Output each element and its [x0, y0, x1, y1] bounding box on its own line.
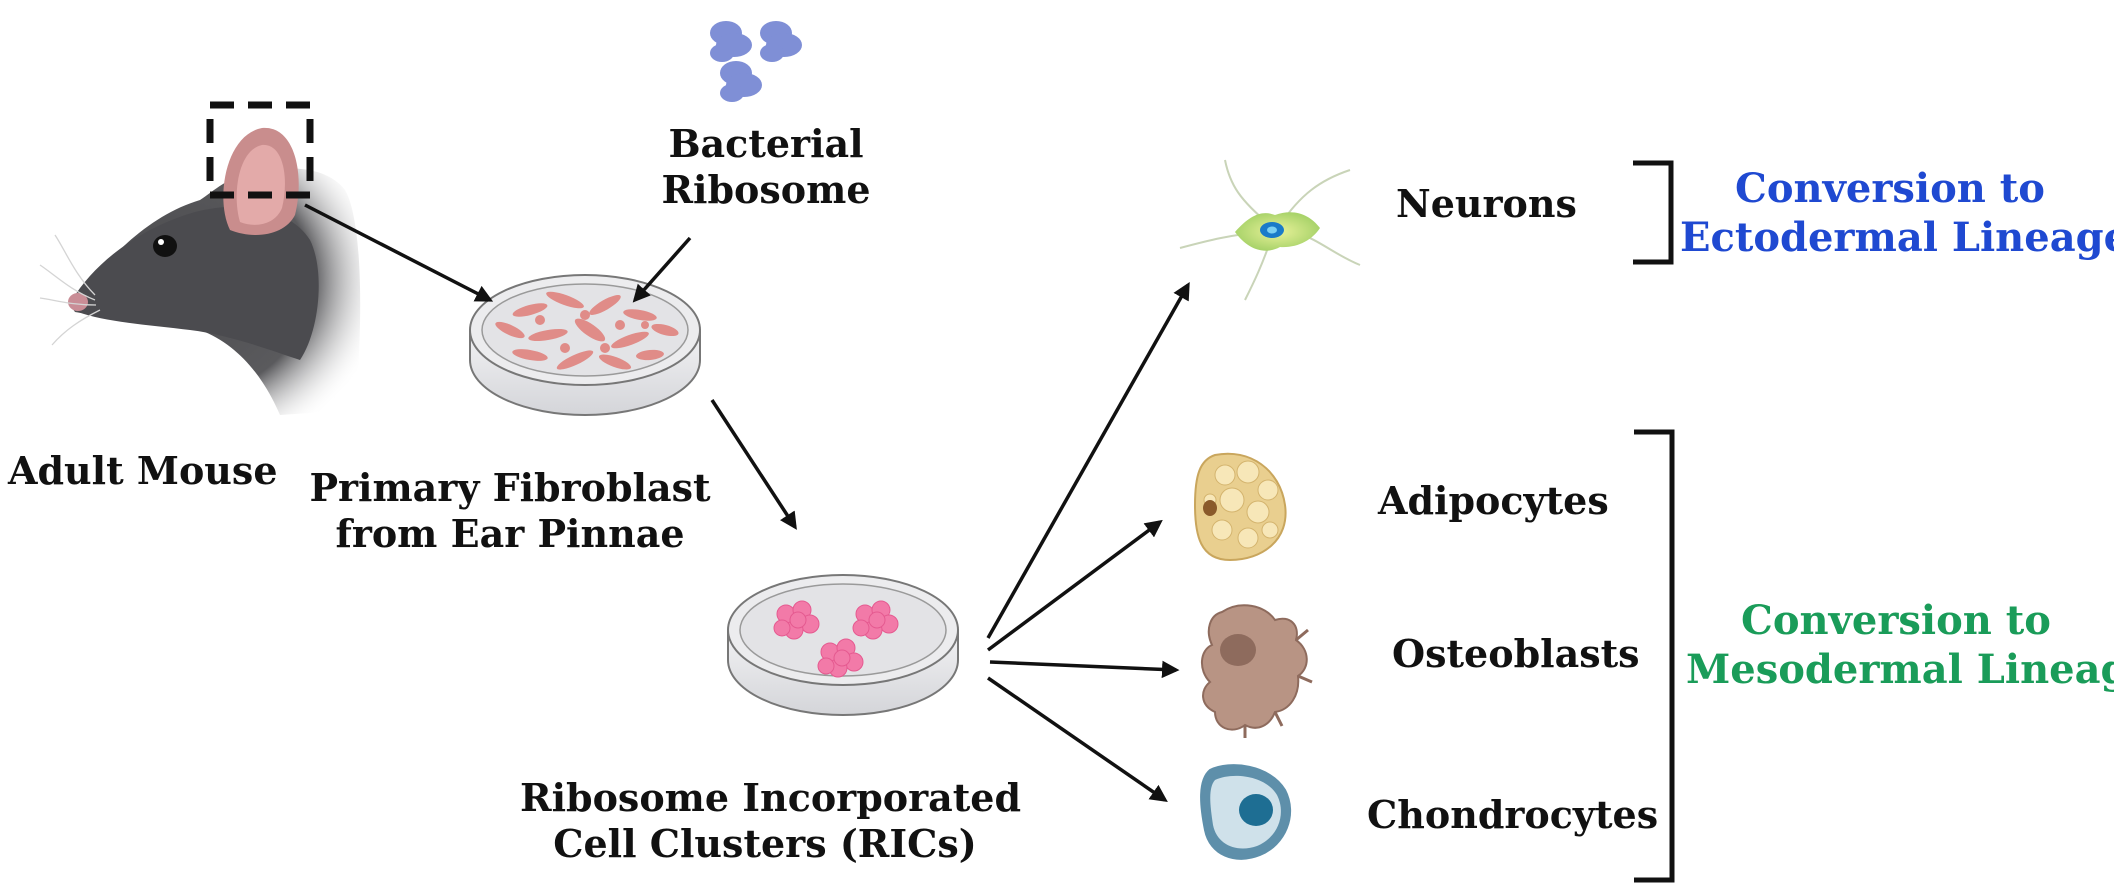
ectodermal-lineage-label: Conversion to Ectodermal Lineage — [1680, 165, 2114, 263]
mesodermal-line-2: Mesodermal Lineage — [1686, 645, 2114, 693]
primary-fibroblast-line-1: Primary Fibroblast — [309, 465, 711, 510]
ectodermal-line-1: Conversion to — [1735, 165, 2045, 212]
rics-line-1: Ribosome Incorporated — [520, 775, 1022, 820]
petri-dish-icon — [727, 574, 959, 716]
bacterial-ribosome-line-2: Ribosome — [661, 167, 871, 213]
arrow-to-neurons — [986, 281, 1190, 639]
chondrocyte-icon — [1200, 764, 1292, 860]
primary-fibroblast-line-2: from Ear Pinnae — [335, 511, 685, 557]
rics-line-2: Cell Clusters (RICs) — [553, 821, 977, 867]
mesodermal-lineage-label: Conversion to Mesodermal Lineage — [1686, 597, 2114, 695]
bacterial-ribosome-label: Bacterial Ribosome — [646, 121, 886, 214]
adipocyte-icon — [1193, 452, 1287, 562]
arrow-dish-to-rics — [710, 399, 797, 530]
adipocytes-label: Adipocytes — [1378, 478, 1609, 523]
mesodermal-line-1: Conversion to — [1741, 597, 2051, 644]
ectodermal-line-2: Ectodermal Lineage — [1680, 213, 2114, 261]
rics-label: Ribosome Incorporated Cell Clusters (RIC… — [520, 775, 1022, 868]
arrow-mouse-to-dish — [304, 203, 494, 302]
arrows — [304, 203, 1190, 802]
adult-mouse-label: Adult Mouse — [8, 448, 278, 493]
mesodermal-bracket — [1634, 429, 1675, 883]
ectodermal-bracket — [1633, 160, 1674, 265]
bacterial-ribosome-line-1: Bacterial — [668, 121, 864, 166]
arrow-ribosome-to-dish — [632, 236, 692, 303]
mouse-icon — [39, 101, 361, 415]
arrow-to-adipocytes — [986, 519, 1163, 652]
osteoblast-icon — [1201, 604, 1313, 738]
ribosome-icon — [710, 21, 802, 102]
neuron-icon — [1179, 159, 1361, 301]
petri-dish-icon — [469, 274, 701, 416]
arrow-to-osteoblasts — [989, 660, 1180, 679]
primary-fibroblast-label: Primary Fibroblast from Ear Pinnae — [300, 465, 720, 558]
chondrocytes-label: Chondrocytes — [1367, 792, 1659, 837]
neurons-label: Neurons — [1396, 181, 1577, 226]
osteoblasts-label: Osteoblasts — [1392, 631, 1640, 676]
arrow-to-chondrocytes — [987, 676, 1168, 802]
